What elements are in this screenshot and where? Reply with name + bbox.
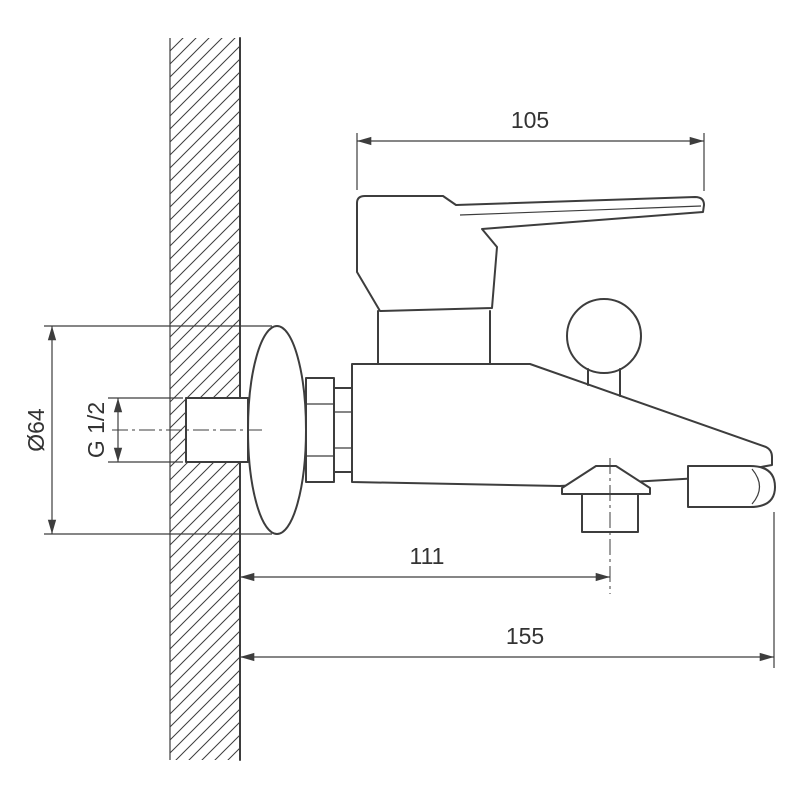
dimension-label-diameter: Ø64 — [23, 408, 49, 452]
faucet-body — [351, 363, 773, 487]
aerator — [687, 465, 776, 508]
union-nut — [333, 387, 353, 473]
dimension-label-thread: G 1/2 — [83, 402, 109, 458]
diverter-housing — [561, 465, 651, 495]
faucet — [351, 195, 776, 533]
dimension-label-155: 155 — [506, 623, 544, 649]
dimension-overall-reach: 155 — [240, 512, 775, 668]
dimension-label-105: 105 — [511, 107, 549, 133]
diverter-knob — [566, 298, 642, 374]
dimension-handle-length: 105 — [356, 107, 705, 191]
lever-edge-line — [459, 205, 702, 216]
connection-nut — [305, 377, 335, 483]
dimension-port-distance: 111 — [240, 543, 610, 582]
lever-handle — [356, 195, 705, 312]
dimension-label-111: 111 — [410, 543, 445, 569]
aerator-ring-line — [751, 468, 761, 505]
dimension-inlet-thread: G 1/2 — [83, 397, 183, 463]
dimension-flange-diameter: Ø64 — [23, 325, 272, 535]
